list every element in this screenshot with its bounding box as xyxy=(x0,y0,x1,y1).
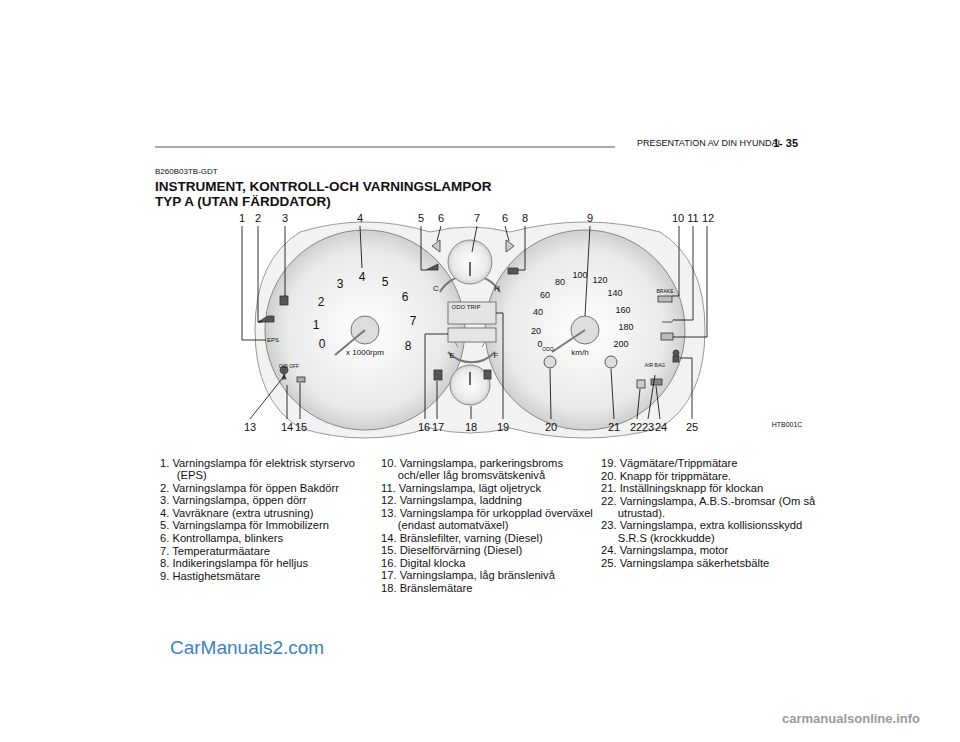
callout-number: 22 xyxy=(630,421,642,433)
callout-number: 23 xyxy=(642,421,654,433)
page-number: 1- 35 xyxy=(773,137,798,149)
legend-item: 7. Temperaturmäatare xyxy=(160,545,382,557)
legend-item: 2. Varningslampa för öppen Bakdörr xyxy=(160,482,382,494)
callout-number: 10 xyxy=(672,212,684,224)
gauge-text: 0 xyxy=(319,338,326,351)
legend-item: 10. Varningslampa, parkeringsbroms och/e… xyxy=(381,457,603,481)
callout-number: 14 xyxy=(281,421,293,433)
gauge-text: ODO TRIP xyxy=(452,304,481,311)
callout-number: 1 xyxy=(239,212,245,224)
callout-number: 17 xyxy=(432,421,444,433)
legend-item: 21. Inställningsknapp för klockan xyxy=(601,482,823,494)
gauge-text: 140 xyxy=(607,289,622,299)
callout-number: 24 xyxy=(655,421,667,433)
legend-item: 15. Dieselförvärning (Diesel) xyxy=(381,544,603,556)
legend-item: 8. Indikeringslampa för helljus xyxy=(160,557,382,569)
gauge-text: 40 xyxy=(533,308,543,318)
callout-number: 4 xyxy=(357,212,363,224)
callout-number: 12 xyxy=(702,212,714,224)
callout-number: 19 xyxy=(497,421,509,433)
callout-number: 21 xyxy=(608,421,620,433)
legend-item: 11. Varningslampa, lägt oljetryck xyxy=(381,482,603,494)
callout-number: 20 xyxy=(545,421,557,433)
gauge-text: 7 xyxy=(410,315,417,328)
gauge-text: 5 xyxy=(382,276,389,289)
callout-number: 3 xyxy=(282,212,288,224)
gauge-text: 200 xyxy=(613,340,628,350)
legend-item: 5. Varningslampa för Immobilizern xyxy=(160,519,382,531)
callout-number: 6 xyxy=(502,212,508,224)
watermark: CarManuals2.com xyxy=(170,638,324,659)
legend-item: 14. Bränslefilter, varning (Diesel) xyxy=(381,532,603,544)
gauge-text: H xyxy=(494,285,500,294)
callout-number: 5 xyxy=(418,212,424,224)
legend-item: 22. Varningslampa, A.B.S.-bromsar (Om så… xyxy=(601,495,823,519)
legend-item: 6. Kontrollampa, blinkers xyxy=(160,532,382,544)
gauge-text: 100 xyxy=(572,271,587,281)
legend-item: 20. Knapp för trippmätare. xyxy=(601,470,823,482)
legend-item: 23. Varningslampa, extra kollisionsskydd… xyxy=(601,519,823,543)
callout-number: 2 xyxy=(255,212,261,224)
gauge-text: 3 xyxy=(337,278,344,291)
gauge-text: EPS xyxy=(267,337,279,344)
legend-item: 3. Varningslampa, öppen dörr xyxy=(160,494,382,506)
gauge-text: 180 xyxy=(618,323,633,333)
gauge-text: O/D OFF xyxy=(279,364,299,370)
gauge-text: AIR BAG xyxy=(645,363,665,369)
callout-number: 16 xyxy=(418,421,430,433)
figure-code: HTB001C xyxy=(772,421,803,429)
page-title: INSTRUMENT, KONTROLL-OCH VARNINGSLAMPOR … xyxy=(155,180,515,209)
gauge-text: 120 xyxy=(592,276,607,286)
gauge-text: E xyxy=(449,352,454,361)
gauge-text: 0 xyxy=(537,340,542,350)
legend-item: 16. Digital klocka xyxy=(381,557,603,569)
gauge-text: 160 xyxy=(615,306,630,316)
gauge-text: 2 xyxy=(318,296,325,309)
watermark: carmanualsonline.info xyxy=(782,712,920,726)
gauge-text: 6 xyxy=(402,291,409,304)
gauge-text: 1 xyxy=(313,319,320,332)
callout-number: 9 xyxy=(587,212,593,224)
gauge-text: km/h xyxy=(571,349,588,358)
callout-number: 25 xyxy=(686,421,698,433)
gauge-text: x 1000rpm xyxy=(346,349,384,358)
gauge-text: 4 xyxy=(359,271,366,284)
callout-number: 15 xyxy=(295,421,307,433)
callout-number: 8 xyxy=(522,212,528,224)
gauge-text: 8 xyxy=(405,340,412,353)
callout-number: 11 xyxy=(687,212,698,224)
gauge-text: 80 xyxy=(555,278,565,288)
gauge-text: BRAKE xyxy=(657,289,674,295)
gauge-text: ODO xyxy=(542,347,553,353)
legend-item: 12. Varningslampa, laddning xyxy=(381,494,603,506)
section-code: B260B03TB-GDT xyxy=(155,168,218,177)
callout-number: 7 xyxy=(474,212,480,224)
callout-number: 13 xyxy=(244,421,256,433)
legend-item: 1. Varningslampa för elektrisk styrservo… xyxy=(160,457,382,481)
legend-item: 13. Varningslampa för urkopplad överväxe… xyxy=(381,507,603,531)
callout-number: 18 xyxy=(465,421,477,433)
running-header: PRESENTATION AV DIN HYUNDAI xyxy=(637,139,780,149)
legend-item: 17. Varningslampa, låg bränslenivå xyxy=(381,569,603,581)
gauge-text: F xyxy=(494,352,499,361)
callout-number: 6 xyxy=(438,212,444,224)
legend-item: 9. Hastighetsmätare xyxy=(160,570,382,582)
legend-item: 19. Vägmätare/Trippmätare xyxy=(601,457,823,469)
gauge-text: C xyxy=(433,285,439,294)
legend-item: 4. Vavräknare (extra utrusning) xyxy=(160,507,382,519)
legend-item: 18. Bränslemätare xyxy=(381,582,603,594)
gauge-text: 20 xyxy=(531,327,541,337)
legend-item: 25. Varningslampa säkerhetsbälte xyxy=(601,557,823,569)
legend-item: 24. Varningslampa, motor xyxy=(601,544,823,556)
gauge-text: 60 xyxy=(540,291,550,301)
